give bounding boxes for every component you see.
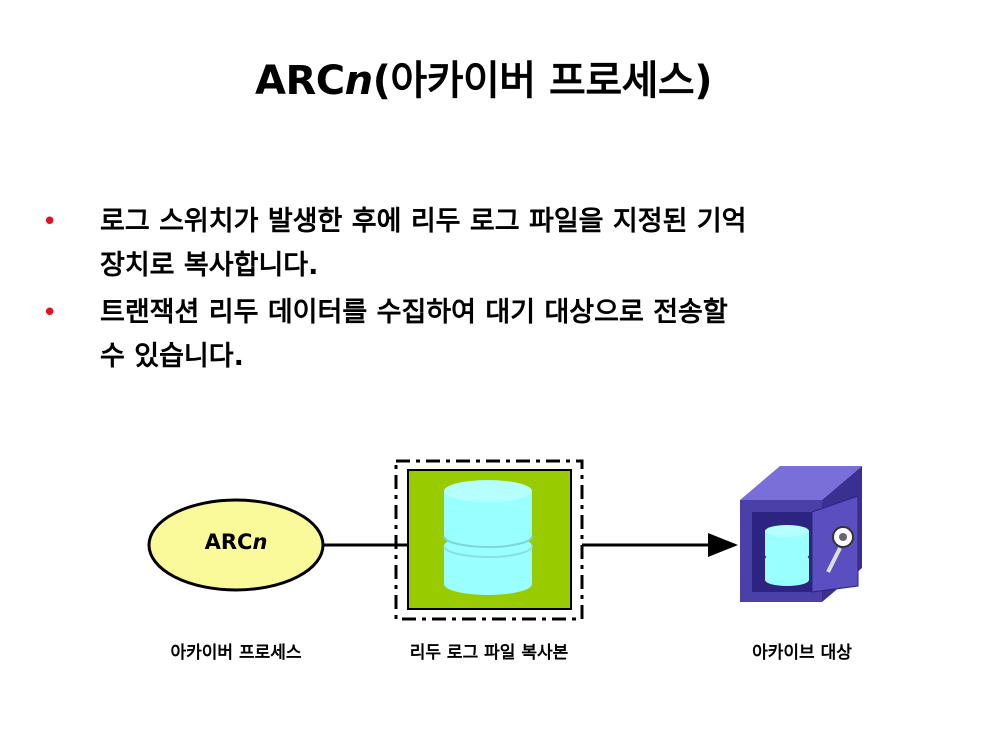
archiver-process-label: 아카이버 프로세스 [170, 643, 302, 663]
bullet-item: • 로그 스위치가 발생한 후에 리두 로그 파일을 지정된 기억 장치로 복사… [42, 200, 942, 288]
archive-target-label: 아카이브 대상 [752, 643, 852, 663]
bullet-text-line: 장치로 복사합니다. [100, 250, 319, 281]
bullet-text-line: 트랜잭션 리두 데이터를 수집하여 대기 대상으로 전송할 [100, 297, 728, 328]
bullet-marker: • [42, 207, 58, 237]
redo-copy-dashed-frame [394, 459, 584, 621]
bullet-list: • 로그 스위치가 발생한 후에 리두 로그 파일을 지정된 기억 장치로 복사… [42, 200, 942, 382]
bullet-text-line: 로그 스위치가 발생한 후에 리두 로그 파일을 지정된 기억 [100, 206, 747, 237]
safe-icon [740, 466, 862, 602]
page-title: ARCn(아카이버 프로세스) [255, 58, 713, 104]
bullet-marker: • [42, 298, 58, 328]
bullet-item: • 트랜잭션 리두 데이터를 수집하여 대기 대상으로 전송할 수 있습니다. [42, 291, 942, 379]
arcn-node-label: ARCn [204, 530, 268, 554]
bullet-text-line: 수 있습니다. [100, 341, 244, 372]
redo-log-cylinder-icon [443, 480, 533, 595]
redo-copy-label: 리두 로그 파일 복사본 [409, 643, 569, 663]
